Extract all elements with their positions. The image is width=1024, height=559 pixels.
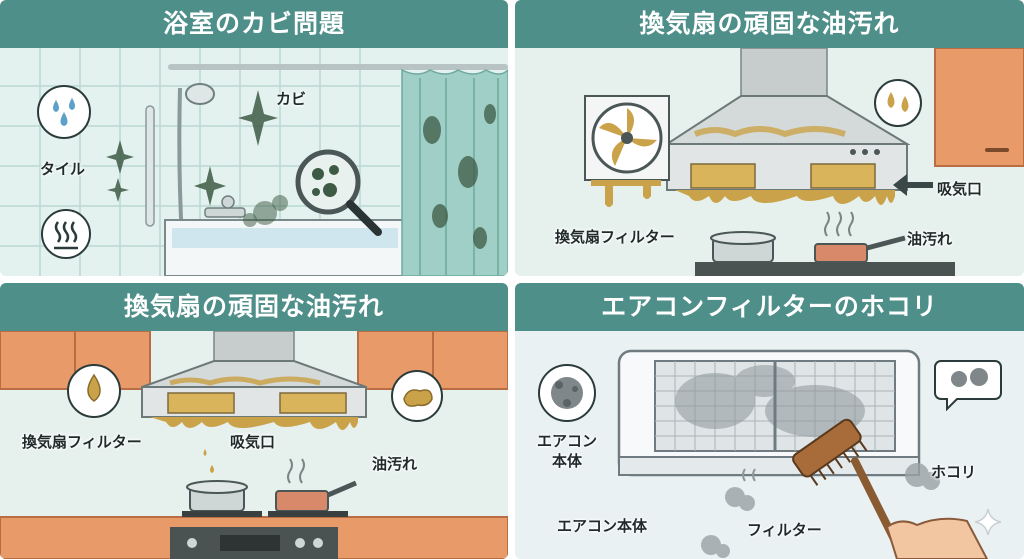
label-tile: タイル — [40, 160, 86, 178]
panel-bathroom-mold: 浴室のカビ問題 — [0, 0, 508, 276]
label-dust: ホコリ — [931, 463, 977, 481]
label-filter: 換気扇フィルター — [22, 433, 142, 451]
panel-range-hood-grease: 換気扇の頑固な油汚れ — [515, 0, 1024, 276]
label-intake: 吸気口 — [230, 433, 276, 451]
aircon-scene — [515, 331, 1024, 559]
panel-title: 換気扇の頑固な油汚れ — [515, 0, 1024, 48]
water-drops-icon — [36, 84, 92, 140]
oil-drop-icon — [66, 363, 122, 419]
panel-title: 換気扇の頑固な油汚れ — [0, 283, 508, 331]
panel-title: エアコンフィルターのホコリ — [515, 283, 1024, 331]
panel-ac-filter-dust: エアコンフィルターのホコリ — [515, 283, 1024, 559]
panel-title: 浴室のカビ問題 — [0, 0, 508, 48]
label-filter: フィルター — [747, 521, 822, 539]
panel-kitchen-hood-grease: 換気扇の頑固な油汚れ — [0, 283, 508, 559]
label-grease: 油汚れ — [907, 230, 953, 248]
steam-icon — [40, 208, 92, 260]
kitchen-hood-scene — [0, 331, 508, 559]
oil-puddle-icon — [390, 369, 444, 423]
bathroom-scene — [0, 48, 508, 276]
range-hood-scene — [515, 48, 1024, 276]
label-unit-main: エアコン本体 — [557, 517, 648, 535]
oil-drop-icon — [873, 78, 923, 128]
magnifier-icon — [290, 144, 386, 240]
dust-bubble-icon — [933, 353, 1003, 411]
sparkle-icon — [973, 507, 1003, 537]
label-filter: 換気扇フィルター — [555, 228, 675, 246]
label-unit: エアコン 本体 — [537, 432, 598, 470]
dust-ball-icon — [537, 363, 597, 423]
label-mold: カビ — [276, 90, 307, 108]
label-grease: 油汚れ — [372, 455, 418, 473]
label-intake: 吸気口 — [937, 180, 983, 198]
